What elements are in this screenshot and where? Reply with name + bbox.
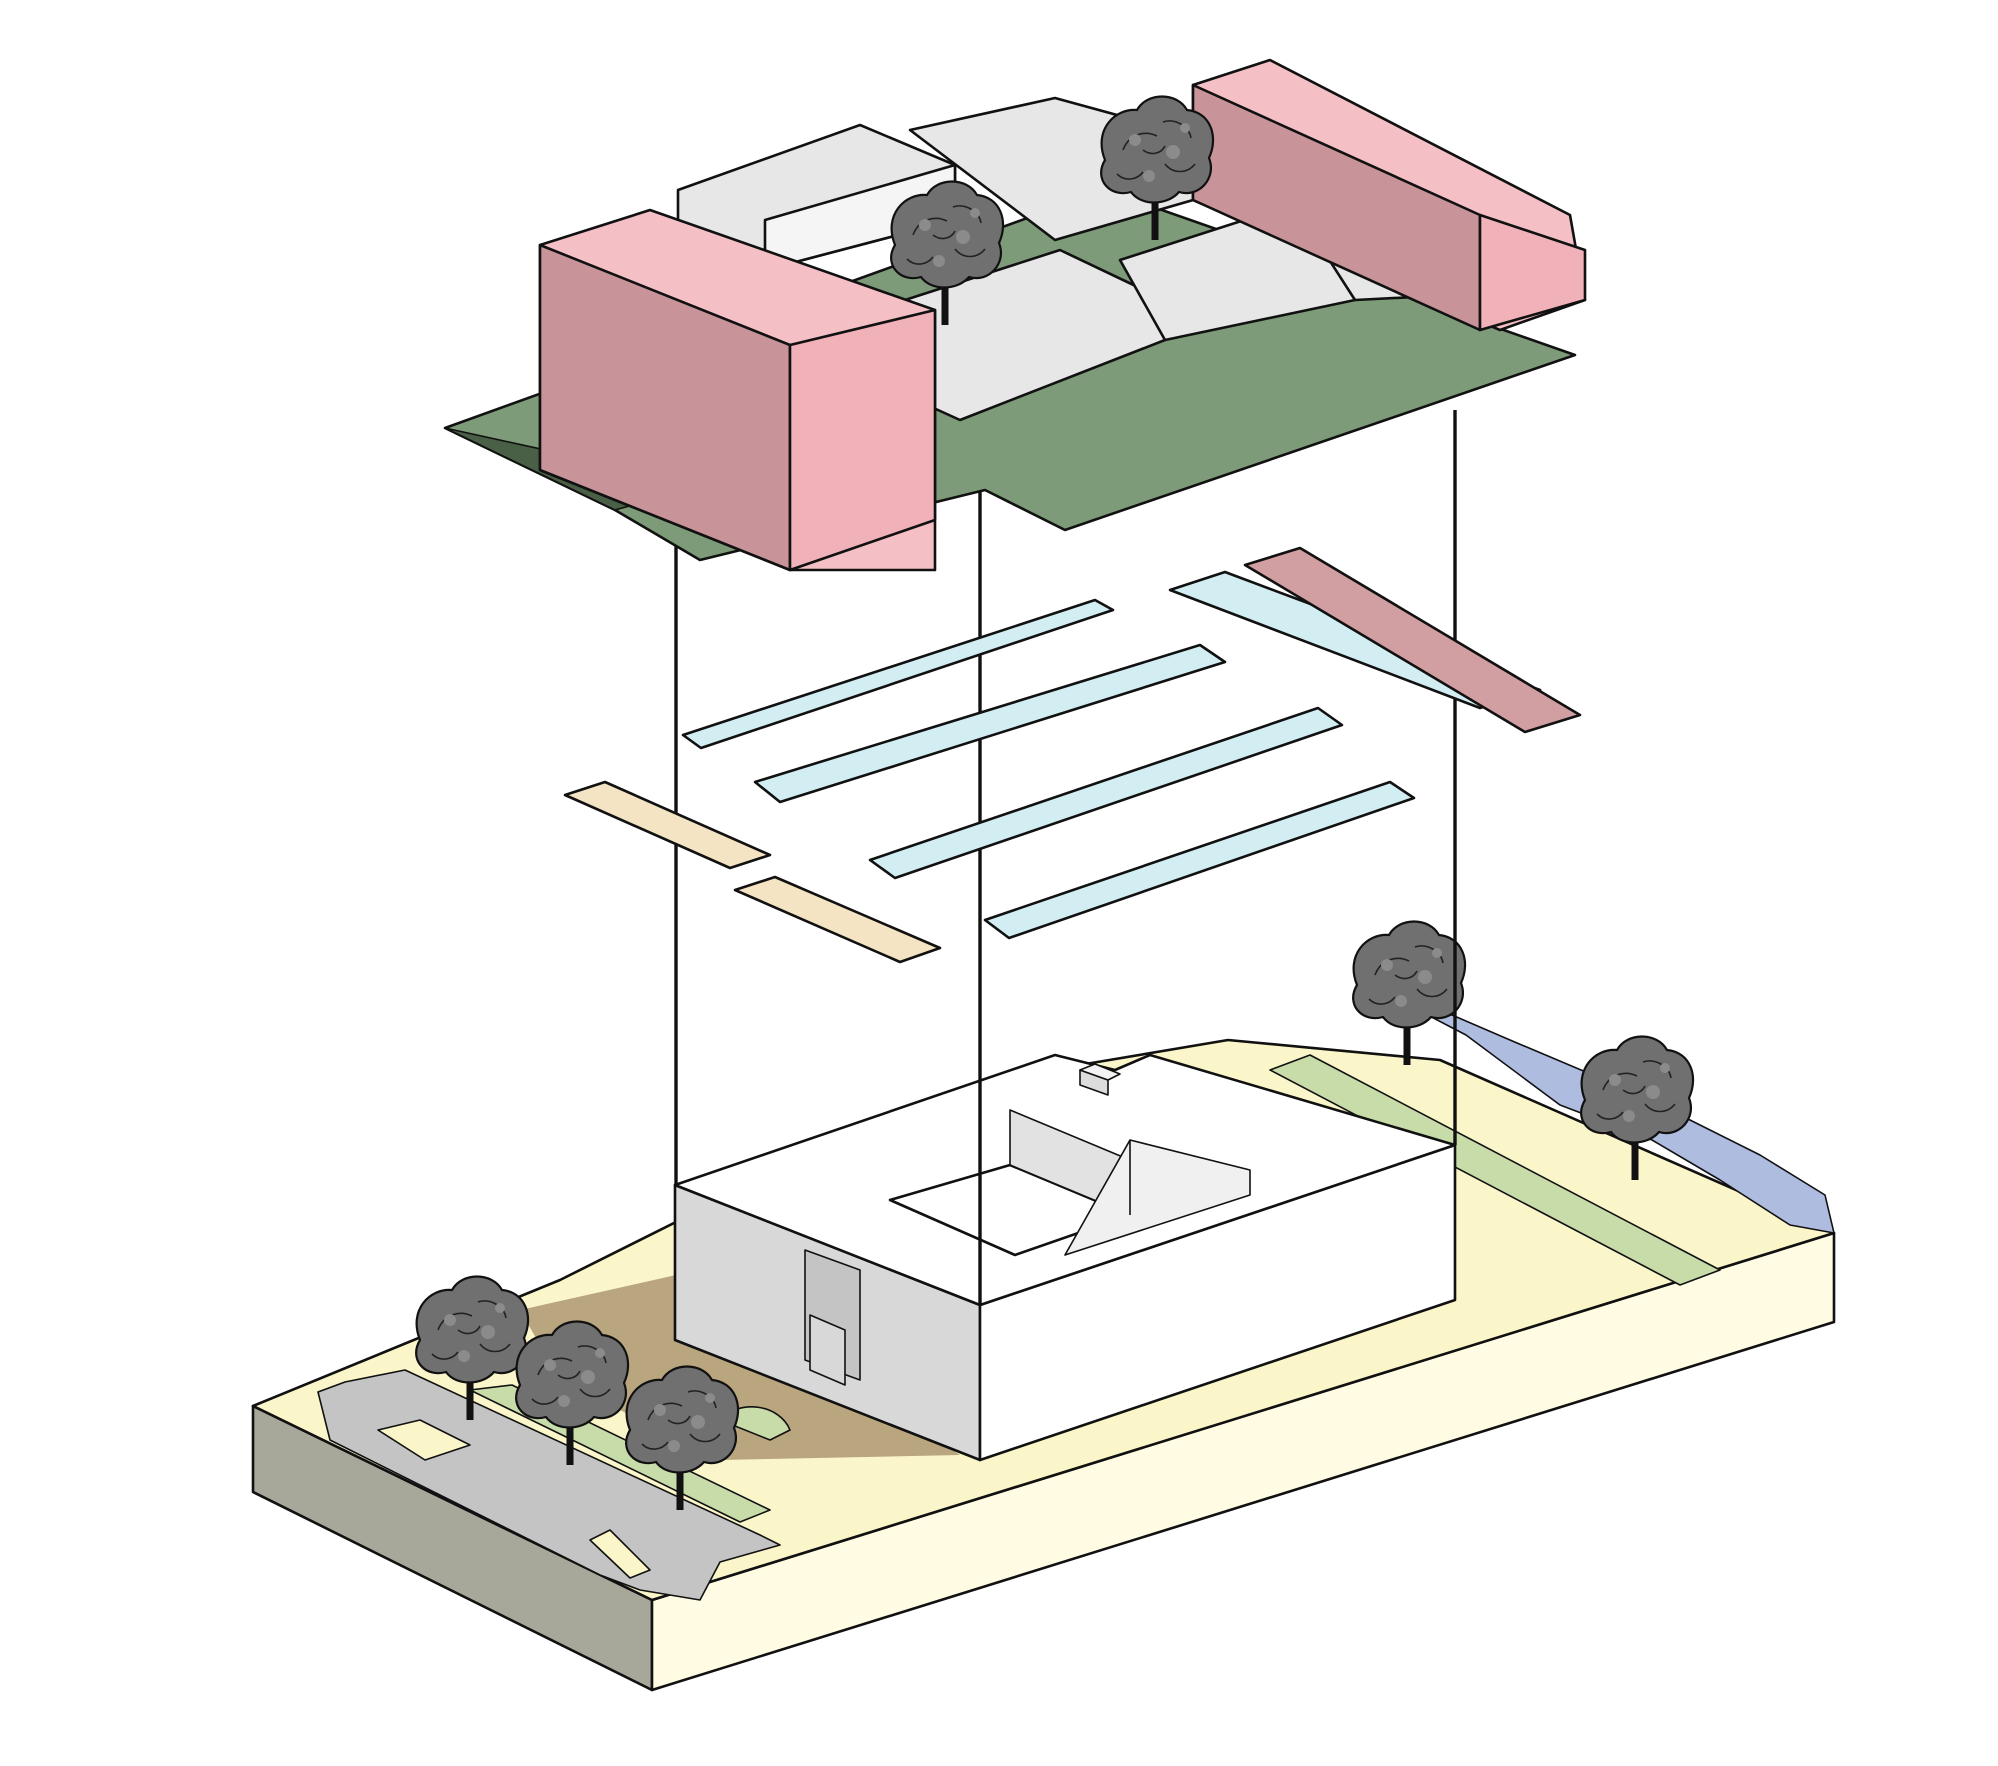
roof-layer	[443, 58, 1587, 572]
panel-layer	[563, 546, 1582, 964]
pink-modules-right	[1191, 58, 1587, 332]
tree-icon	[1353, 922, 1465, 1066]
ground-layer	[251, 922, 1836, 1692]
cream-panels	[563, 780, 942, 964]
pink-modules-left	[538, 208, 937, 572]
grass-strip-right	[1269, 1054, 1721, 1286]
glass-panels	[681, 570, 1542, 940]
paved-plaza	[317, 1369, 791, 1601]
main-building	[673, 1053, 1457, 1462]
rose-panels	[1243, 546, 1582, 734]
